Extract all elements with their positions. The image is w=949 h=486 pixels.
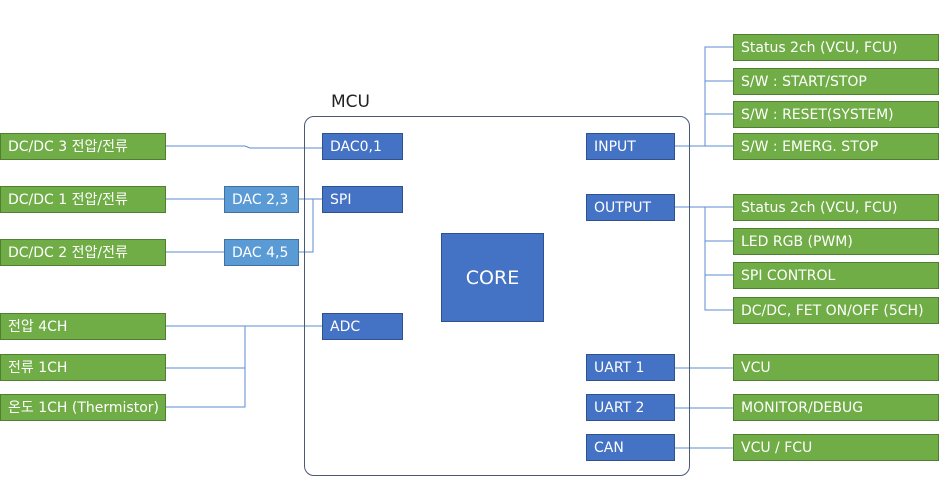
output-signal: LED RGB (PWM) xyxy=(733,228,939,255)
signal-current-1ch: 전류 1CH xyxy=(0,354,166,381)
mcu-title: MCU xyxy=(331,92,370,112)
signal-dcdc3: DC/DC 3 전압/전류 xyxy=(0,133,166,160)
dac45-block: DAC 4,5 xyxy=(224,239,299,266)
signal-voltage-4ch: 전압 4CH xyxy=(0,313,166,340)
mcu-boundary xyxy=(304,116,690,476)
signal-dcdc2: DC/DC 2 전압/전류 xyxy=(0,239,166,266)
signal-temp-1ch: 온도 1CH (Thermistor) xyxy=(0,394,166,421)
spi-block: SPI xyxy=(322,186,403,213)
dac23-block: DAC 2,3 xyxy=(224,186,299,213)
output-signal: SPI CONTROL xyxy=(733,262,939,289)
input-signal: S/W : START/STOP xyxy=(733,68,939,95)
adc-block: ADC xyxy=(322,313,403,340)
signal-dcdc1: DC/DC 1 전압/전류 xyxy=(0,186,166,213)
core-block: CORE xyxy=(441,233,544,322)
uart1-target: VCU xyxy=(733,354,939,381)
can-block: CAN xyxy=(586,434,675,461)
output-signal: Status 2ch (VCU, FCU) xyxy=(733,194,939,221)
input-block: INPUT xyxy=(586,133,675,160)
dac01-block: DAC0,1 xyxy=(322,133,403,160)
uart2-target: MONITOR/DEBUG xyxy=(733,394,939,421)
can-target: VCU / FCU xyxy=(733,434,939,461)
input-signal: Status 2ch (VCU, FCU) xyxy=(733,34,939,61)
output-signal: DC/DC, FET ON/OFF (5CH) xyxy=(733,297,939,324)
input-signal: S/W : RESET(SYSTEM) xyxy=(733,101,939,128)
uart2-block: UART 2 xyxy=(586,394,675,421)
input-signal: S/W : EMERG. STOP xyxy=(733,133,939,160)
output-block: OUTPUT xyxy=(586,194,675,221)
uart1-block: UART 1 xyxy=(586,354,675,381)
